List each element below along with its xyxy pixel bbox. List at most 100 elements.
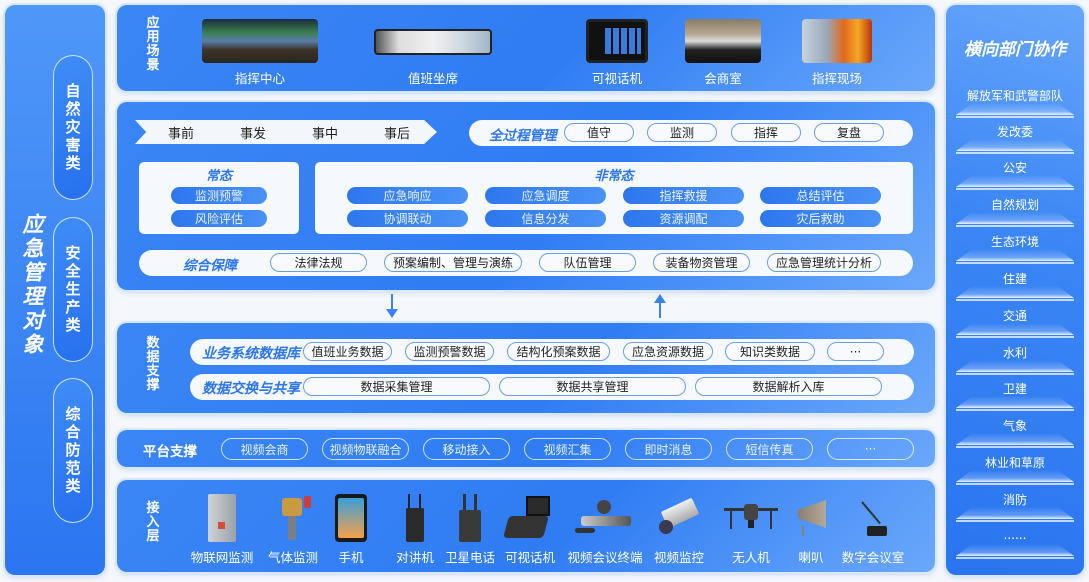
database-item[interactable]: 知识类数据: [725, 342, 815, 361]
platform-item[interactable]: 视频物联融合: [322, 438, 409, 460]
data-exchange-bar: 数据交换与共享 数据采集管理 数据共享管理 数据解析入库: [190, 374, 914, 400]
database-item[interactable]: 应急资源数据: [623, 342, 713, 361]
dept-item[interactable]: 公安: [956, 159, 1074, 190]
support-item[interactable]: 装备物资管理: [653, 253, 750, 272]
scenario-video-phone[interactable]: 可视话机: [557, 19, 677, 87]
platform-item[interactable]: 视频汇集: [524, 438, 611, 460]
dept-item[interactable]: 消防: [956, 491, 1074, 522]
stage-before[interactable]: 事前: [135, 120, 221, 144]
dept-item[interactable]: 发改委: [956, 123, 1074, 154]
support-item[interactable]: 队伍管理: [539, 253, 636, 272]
device-gas-monitor[interactable]: 气体监测: [263, 494, 323, 566]
exchange-item[interactable]: 数据采集管理: [303, 377, 490, 396]
scenario-duty-desk[interactable]: 值班坐席: [373, 19, 493, 87]
category-natural-disaster[interactable]: 自然灾害类: [53, 55, 93, 200]
device-drone[interactable]: 无人机: [723, 494, 779, 566]
device-video-phone[interactable]: 可视话机: [501, 494, 559, 566]
cctv-camera-icon: [655, 494, 703, 542]
stage-after[interactable]: 事后: [351, 120, 437, 144]
device-walkie-talkie[interactable]: 对讲机: [391, 494, 439, 566]
dept-item[interactable]: 卫建: [956, 380, 1074, 411]
device-digital-conference-room[interactable]: 数字会议室: [837, 494, 909, 566]
tablet-photo-icon: [586, 19, 648, 63]
full-process-bar: 全过程管理 值守 监测 指挥 复盘: [469, 120, 913, 146]
management-objects-title: 应急管理对象: [20, 213, 44, 357]
platform-more-item[interactable]: ···: [827, 438, 914, 460]
dept-item[interactable]: 自然规划: [956, 196, 1074, 227]
duty-desk-photo-icon: [374, 29, 492, 55]
platform-item[interactable]: 即时消息: [625, 438, 712, 460]
device-video-surveillance[interactable]: 视频监控: [651, 494, 707, 566]
process-item[interactable]: 复盘: [814, 123, 884, 142]
platform-support-panel: 平台支撑 视频会商 视频物联融合 移动接入 视频汇集 即时消息 短信传真 ···: [117, 430, 935, 467]
database-more-item[interactable]: ···: [827, 342, 884, 361]
conference-microphone-icon: [853, 494, 893, 542]
video-phone-icon: [503, 494, 554, 542]
process-item[interactable]: 指挥: [731, 123, 801, 142]
emergency-process-panel: 事前 事发 事中 事后 全过程管理 值守 监测 指挥 复盘 常态 监测预警 风险…: [117, 102, 935, 290]
iot-cabinet-icon: [208, 494, 236, 542]
department-collaboration-title: 横向部门协作: [964, 40, 1066, 60]
platform-item[interactable]: 移动接入: [423, 438, 510, 460]
normal-state-box: 常态 监测预警 风险评估: [139, 162, 299, 234]
management-objects-panel: 应急管理对象 自然灾害类 安全生产类 综合防范类: [5, 5, 105, 575]
walkie-talkie-icon: [406, 494, 424, 542]
dept-item[interactable]: 水利: [956, 344, 1074, 375]
scenario-command-center[interactable]: 指挥中心: [200, 19, 320, 87]
platform-item[interactable]: 视频会商: [221, 438, 308, 460]
department-collaboration-panel: 横向部门协作 解放军和武警部队 发改委 公安 自然规划 生态环境 住建 交通 水…: [946, 5, 1084, 575]
abnormal-item[interactable]: 总结评估: [760, 187, 881, 204]
drone-icon: [724, 494, 778, 542]
category-comprehensive-prevention[interactable]: 综合防范类: [53, 378, 93, 523]
dept-item[interactable]: 交通: [956, 307, 1074, 338]
scenario-meeting-room[interactable]: 会商室: [663, 19, 783, 87]
normal-state-title: 常态: [205, 169, 232, 184]
abnormal-item[interactable]: 灾后救助: [760, 210, 881, 227]
process-item[interactable]: 监测: [647, 123, 717, 142]
conference-terminal-icon: [575, 494, 635, 542]
abnormal-state-box: 非常态 应急响应 应急调度 指挥救援 总结评估 协调联动 信息分发 资源调配 灾…: [315, 162, 913, 234]
exchange-item[interactable]: 数据共享管理: [499, 377, 686, 396]
abnormal-item[interactable]: 协调联动: [347, 210, 468, 227]
business-database-bar: 业务系统数据库 值班业务数据 监测预警数据 结构化预案数据 应急资源数据 知识类…: [190, 339, 914, 365]
database-item[interactable]: 监测预警数据: [405, 342, 494, 361]
scenario-fire-scene[interactable]: 指挥现场: [777, 19, 897, 87]
dept-item[interactable]: ......: [956, 528, 1074, 559]
exchange-item[interactable]: 数据解析入库: [695, 377, 882, 396]
normal-item[interactable]: 风险评估: [171, 210, 267, 227]
category-safety-production[interactable]: 安全生产类: [53, 217, 93, 362]
database-item[interactable]: 结构化预案数据: [507, 342, 610, 361]
abnormal-item[interactable]: 信息分发: [485, 210, 606, 227]
device-iot-monitor[interactable]: 物联网监测: [189, 494, 255, 566]
device-loudspeaker[interactable]: 喇叭: [789, 494, 833, 566]
smartphone-icon: [335, 494, 367, 542]
database-item[interactable]: 值班业务数据: [303, 342, 392, 361]
support-item[interactable]: 法律法规: [270, 253, 367, 272]
support-item[interactable]: 预案编制、管理与演练: [384, 253, 522, 272]
dept-item[interactable]: 气象: [956, 417, 1074, 448]
data-support-label: 数据支撑: [146, 336, 160, 393]
arrow-up-icon: [654, 294, 666, 318]
dept-item[interactable]: 解放军和武警部队: [956, 87, 1074, 118]
device-satellite-phone[interactable]: 卫星电话: [445, 494, 495, 566]
dept-item[interactable]: 生态环境: [956, 233, 1074, 264]
device-mobile-phone[interactable]: 手机: [329, 494, 373, 566]
meeting-room-photo-icon: [685, 19, 761, 63]
comprehensive-support-bar: 综合保障 法律法规 预案编制、管理与演练 队伍管理 装备物资管理 应急管理统计分…: [139, 250, 913, 276]
platform-item[interactable]: 短信传真: [726, 438, 813, 460]
abnormal-item[interactable]: 应急调度: [485, 187, 606, 204]
scenarios-label: 应用场景: [146, 16, 160, 73]
abnormal-item[interactable]: 应急响应: [347, 187, 468, 204]
support-item[interactable]: 应急管理统计分析: [767, 253, 881, 272]
stage-occurrence[interactable]: 事发: [207, 120, 293, 144]
dept-item[interactable]: 林业和草原: [956, 454, 1074, 485]
normal-item[interactable]: 监测预警: [171, 187, 267, 204]
abnormal-item[interactable]: 指挥救援: [623, 187, 744, 204]
dept-item[interactable]: 住建: [956, 270, 1074, 301]
device-video-conference-terminal[interactable]: 视频会议终端: [565, 494, 645, 566]
process-item[interactable]: 值守: [564, 123, 634, 142]
abnormal-item[interactable]: 资源调配: [623, 210, 744, 227]
business-database-title: 业务系统数据库: [202, 346, 300, 362]
arrow-down-icon: [386, 294, 398, 318]
stage-during[interactable]: 事中: [279, 120, 365, 144]
